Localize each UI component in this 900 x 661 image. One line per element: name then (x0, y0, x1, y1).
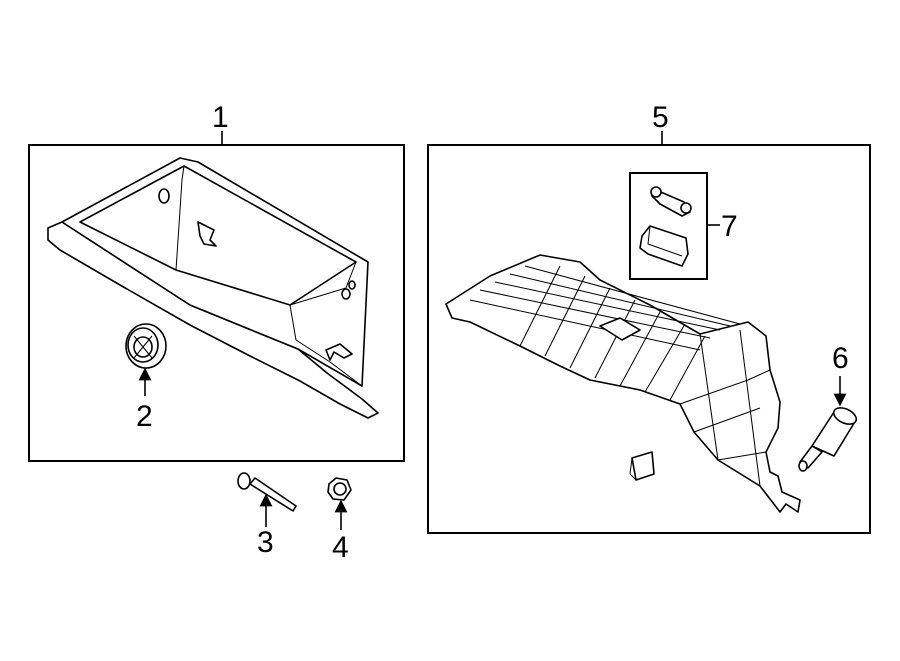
callout-6: 6 (832, 342, 849, 375)
part-1-frame (28, 144, 405, 462)
callout-7: 7 (721, 210, 738, 243)
part-7-frame (629, 172, 708, 280)
glove-box-housing-icon[interactable] (445, 254, 801, 513)
group-part-1: 1 2 (28, 101, 405, 462)
round-bumper-icon[interactable] (125, 323, 167, 369)
glove-box-bin-icon[interactable] (47, 157, 379, 419)
pin-icon[interactable] (237, 472, 297, 512)
callout-1: 1 (212, 101, 229, 134)
hex-nut-icon[interactable] (327, 477, 352, 501)
callout-2: 2 (136, 400, 153, 433)
callout-5: 5 (652, 101, 669, 134)
latch-kit-icon[interactable] (629, 172, 708, 280)
damper-icon[interactable] (798, 405, 859, 472)
part-5-frame (427, 144, 871, 534)
group-part-5: 5 6 (427, 101, 871, 534)
callout-4: 4 (332, 531, 349, 564)
callout-3: 3 (257, 526, 274, 559)
